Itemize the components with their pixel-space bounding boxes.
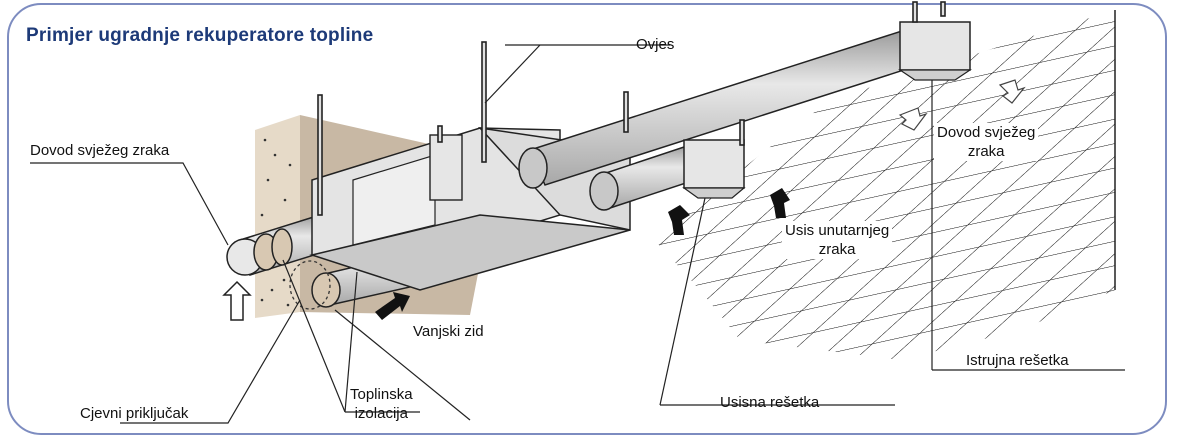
supply-diffuser (898, 21, 972, 81)
label-cjevni: Cjevni priključak (80, 405, 189, 422)
ceiling-grid (650, 10, 1115, 360)
label-dovod-right: Dovod svježeg zraka (934, 123, 1039, 161)
label-ovjes: Ovjes (636, 36, 675, 53)
page-title: Primjer ugradnje rekuperatore topline (26, 25, 374, 46)
fresh-air-inlet-arrow (222, 280, 252, 321)
label-toplinska: Toplinska izolacija (350, 385, 413, 423)
diagram-frame (7, 3, 1167, 435)
label-toplinska-line2: izolacija (354, 405, 408, 422)
pipe-connector-marker (289, 260, 331, 310)
label-usisna: Usisna rešetka (720, 394, 820, 411)
airflow-arrows-supply (898, 79, 1026, 131)
label-usis-line1: Usis unutarnjeg (785, 222, 890, 239)
airflow-arrows-dark (375, 188, 790, 320)
label-dovod-left: Dovod svježeg zraka (30, 142, 170, 159)
label-dovod-right-line1: Dovod svježeg (937, 124, 1036, 141)
label-usis: Usis unutarnjeg zraka (782, 221, 893, 259)
hanger-rods (317, 1, 946, 216)
intake-grille-box (682, 139, 746, 199)
label-vanjski-zid: Vanjski zid (410, 322, 487, 341)
leader-lines (30, 44, 1125, 424)
label-istrujna: Istrujna rešetka (966, 352, 1069, 369)
label-usis-line2: zraka (818, 241, 856, 258)
label-dovod-right-line2: zraka (967, 143, 1005, 160)
label-toplinska-line1: Toplinska (350, 386, 413, 403)
